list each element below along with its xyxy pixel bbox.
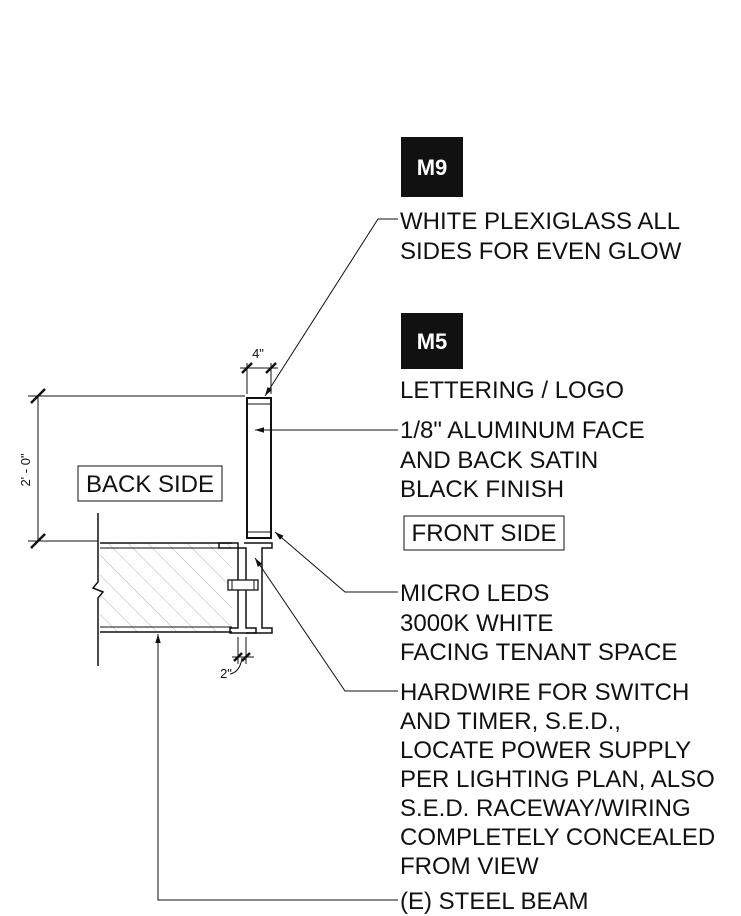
note-plexiglass: WHITE PLEXIGLASS ALL SIDES FOR EVEN GLOW: [400, 208, 682, 265]
front-side-label: FRONT SIDE: [403, 515, 565, 551]
note-leds-line-1: MICRO LEDS: [400, 580, 549, 607]
note-plexiglass-line-1: WHITE PLEXIGLASS ALL: [400, 208, 680, 235]
note-beam: (E) STEEL BEAM: [400, 888, 588, 915]
front-side-label-text: FRONT SIDE: [412, 520, 557, 547]
dimension-bracket-text: 2": [220, 666, 232, 681]
note-hardwire-line-6: COMPLETELY CONCEALED: [400, 824, 715, 851]
note-leds-line-2: 3000K WHITE: [400, 610, 553, 637]
dimension-sign-height-text: 2' - 0": [18, 453, 33, 486]
note-leds: MICRO LEDS 3000K WHITE FACING TENANT SPA…: [400, 580, 677, 666]
tag-m5: M5: [401, 313, 463, 369]
sign-cabinet: [246, 397, 272, 539]
note-hardwire-line-2: AND TIMER, S.E.D.,: [400, 708, 621, 735]
back-side-label-text: BACK SIDE: [86, 471, 214, 498]
note-lettering: LETTERING / LOGO: [400, 377, 624, 404]
dimension-sign-width: 4": [240, 346, 278, 394]
leader-beam: [155, 634, 398, 901]
note-hardwire-line-7: FROM VIEW: [400, 853, 539, 880]
note-aluminum-line-2: AND BACK SATIN: [400, 447, 598, 474]
tag-m9-text: M9: [417, 155, 448, 180]
channel-bracket: [218, 542, 273, 634]
note-aluminum-line-3: BLACK FINISH: [400, 476, 564, 503]
dimension-sign-width-text: 4": [252, 346, 264, 361]
steel-beam: [91, 513, 232, 666]
note-aluminum-line-1: 1/8" ALUMINUM FACE: [400, 417, 645, 444]
note-hardwire-line-5: S.E.D. RACEWAY/WIRING: [400, 795, 691, 822]
tag-m5-text: M5: [417, 329, 448, 354]
note-aluminum: 1/8" ALUMINUM FACE AND BACK SATIN BLACK …: [400, 417, 645, 503]
note-leds-line-3: FACING TENANT SPACE: [400, 639, 677, 666]
note-hardwire-line-4: PER LIGHTING PLAN, ALSO: [400, 766, 715, 793]
note-hardwire-line-3: LOCATE POWER SUPPLY: [400, 737, 691, 764]
leader-plexiglass: [264, 218, 398, 397]
dimension-bracket: 2": [220, 637, 254, 681]
note-plexiglass-line-2: SIDES FOR EVEN GLOW: [400, 238, 682, 265]
back-side-label: BACK SIDE: [77, 465, 223, 502]
tag-m9: M9: [401, 137, 463, 197]
leader-hardwire: [254, 557, 398, 692]
note-hardwire: HARDWIRE FOR SWITCH AND TIMER, S.E.D., L…: [400, 679, 715, 880]
leader-leds: [274, 531, 398, 593]
note-hardwire-line-1: HARDWIRE FOR SWITCH: [400, 679, 689, 706]
dimension-sign-height: 2' - 0": [18, 388, 245, 549]
